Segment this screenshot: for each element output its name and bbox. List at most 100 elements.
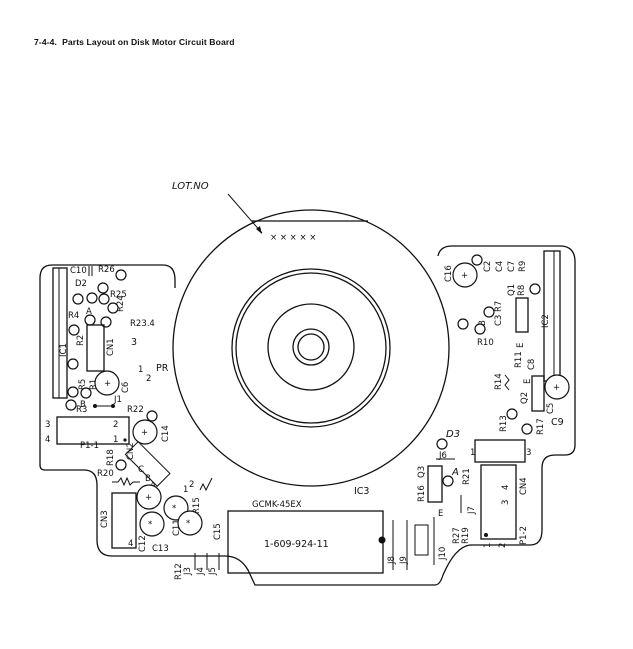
- label-r27: R27: [452, 527, 462, 544]
- thermistor-body: [414, 524, 429, 556]
- label-r16: R16: [417, 485, 427, 502]
- c5-capacitor: [544, 374, 570, 400]
- lot-number-label: LOT.NO: [172, 181, 209, 192]
- label-c4: C4: [495, 261, 505, 272]
- label-cn4-pin3: 3: [501, 500, 511, 505]
- lot-number-arrowhead: [256, 226, 262, 234]
- c16-symbol: +: [461, 271, 468, 281]
- r22-pad: [146, 410, 158, 422]
- lot-number-leader: [227, 193, 263, 234]
- r24-pad: [107, 302, 119, 314]
- p1-1-pin-1: 1: [113, 435, 118, 445]
- board-left-edge-to-motor: [52, 264, 176, 288]
- q1-body: [515, 297, 529, 333]
- motor-rotor-inner-ring: [235, 272, 387, 424]
- pad-2: [86, 292, 98, 304]
- c15-capacitor: [177, 510, 203, 536]
- pad-3: [98, 293, 110, 305]
- pad-b2: [80, 387, 92, 399]
- label-b-lower: B: [145, 474, 151, 484]
- connector-1-3: [474, 439, 526, 463]
- label-r23: R23.4: [130, 319, 155, 329]
- figure-caption: Parts Layout on Disk Motor Circuit Board: [62, 37, 235, 47]
- label-cn2: CN2: [126, 442, 136, 460]
- c14-capacitor: [132, 419, 158, 445]
- label-j4: J4: [196, 567, 206, 576]
- left-components: C10 R26 D2 R25 R24 R4 A R23.4 IC1 R2 CN1…: [59, 265, 171, 445]
- label-e2: E: [523, 379, 533, 384]
- cn3-body: [111, 492, 137, 549]
- label-c9: C9: [551, 417, 564, 428]
- right-components: C16 + C2 C4 C7 R9 Q1 R8 R7 C3 B R10 IC2 …: [444, 254, 570, 435]
- ic1-body: [52, 267, 68, 399]
- r7-pad: [483, 306, 495, 318]
- p1-1-pin-3: 3: [45, 420, 50, 430]
- label-r5: R5: [78, 379, 88, 390]
- label-r21: R21: [462, 468, 472, 485]
- label-r3: R3: [76, 405, 87, 415]
- label-d3: D3: [446, 429, 460, 440]
- c6-capacitor: [94, 370, 120, 396]
- r8-pad: [529, 283, 541, 295]
- r20-resistor: [112, 476, 140, 487]
- r5-pad-top: [67, 358, 79, 370]
- label-d2: D2: [75, 279, 87, 289]
- cn4-pin1-dot: [484, 533, 488, 537]
- c13-symbol: *: [148, 520, 152, 530]
- label-c8: C8: [527, 359, 537, 370]
- ic3-part-number: 1-609-924-11: [264, 539, 329, 550]
- motor-rotor-outer: [231, 268, 391, 428]
- label-c13: C13: [152, 544, 169, 554]
- c13-capacitor: [139, 511, 165, 537]
- label-cn3: CN3: [100, 510, 110, 528]
- cn4-body: [480, 464, 517, 540]
- label-j8: J8: [387, 556, 397, 565]
- cn2-body: [124, 440, 171, 487]
- label-cn3-pin4: 4: [128, 539, 133, 549]
- label-c7: C7: [507, 261, 517, 272]
- label-p1-2-pin1: 1: [483, 543, 493, 548]
- c14-symbol: +: [141, 428, 148, 438]
- ic3-model: GCMK-45EX: [252, 500, 302, 510]
- label-pin1-lower: 1: [183, 485, 188, 495]
- c12-symbol: +: [145, 493, 152, 503]
- label-cn1: CN1: [106, 338, 116, 356]
- label-j10: J10: [438, 547, 448, 561]
- c15-symbol: *: [186, 519, 190, 529]
- label-pin1: 1: [138, 365, 143, 375]
- label-r18: R18: [106, 449, 116, 466]
- label-ic1: IC1: [59, 343, 69, 357]
- label-conn-pin1: 1: [470, 448, 475, 458]
- label-r24: R24: [116, 295, 126, 312]
- label-e1: E: [516, 343, 526, 348]
- label-c3: C3: [494, 315, 504, 326]
- motor-spindle-inner: [297, 333, 325, 361]
- label-pr: PR: [156, 363, 169, 374]
- label-c5: C5: [546, 403, 556, 414]
- p1-1-label: P1-1: [80, 441, 99, 451]
- pad-1: [72, 293, 84, 305]
- c5-symbol: +: [553, 383, 560, 393]
- c12-capacitor-top: [136, 484, 162, 510]
- label-j5: J5: [208, 567, 218, 576]
- disk-motor: LOT.NO × × × × ×: [172, 181, 450, 487]
- label-r12: R12: [174, 563, 184, 580]
- r10-pad: [474, 323, 486, 335]
- label-c11: C11: [172, 519, 182, 536]
- r15-resistor: [199, 477, 213, 492]
- label-r9: R9: [518, 261, 528, 272]
- label-c6: C6: [121, 382, 131, 393]
- label-p1-2-pin2: 2: [498, 543, 508, 548]
- motor-outer-ring: [172, 209, 450, 487]
- figure-number: 7-4-4.: [34, 37, 58, 47]
- label-r26: R26: [98, 265, 115, 275]
- label-cn1-pin3: 3: [131, 337, 137, 348]
- label-r25: R25: [110, 290, 127, 300]
- label-r22: R22: [127, 405, 144, 415]
- label-q2: Q2: [520, 392, 530, 404]
- label-r13: R13: [499, 415, 509, 432]
- label-c12: C12: [138, 535, 148, 552]
- pad-ic1: [68, 324, 80, 336]
- pad-b1: [67, 386, 79, 398]
